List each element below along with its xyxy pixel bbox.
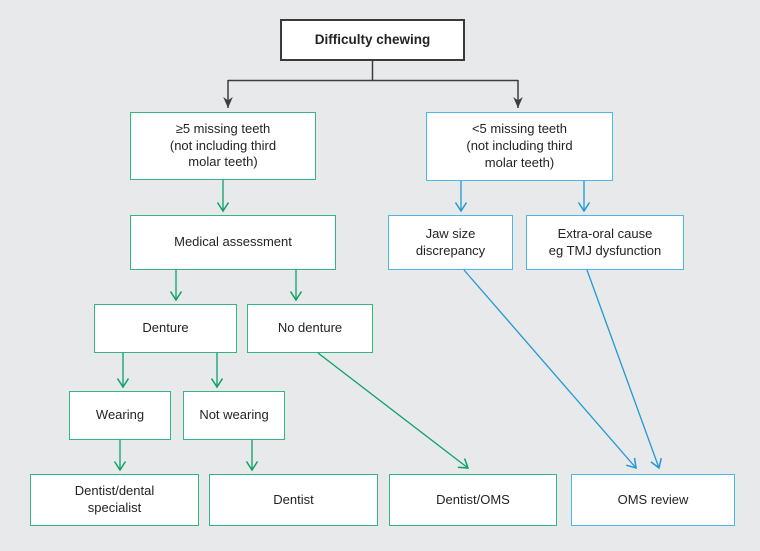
node-lt5-missing-teeth: <5 missing teeth (not including third mo… <box>426 112 613 181</box>
node-dentist-oms-label: Dentist/OMS <box>436 491 510 507</box>
node-lt5-missing-teeth-label: <5 missing teeth (not including third mo… <box>466 121 573 170</box>
connector-extra-oral-to-oms-review <box>586 269 662 470</box>
node-oms-review-label: OMS review <box>617 491 689 507</box>
node-medical-assessment: Medical assessment <box>130 215 336 270</box>
node-not-wearing-label: Not wearing <box>199 407 269 423</box>
node-extra-oral-cause-label: Extra-oral cause eg TMJ dysfunction <box>548 225 662 258</box>
node-ge5-missing-teeth: ≥5 missing teeth (not including third mo… <box>130 112 316 180</box>
node-difficulty-chewing: Difficulty chewing <box>280 19 465 61</box>
node-wearing: Wearing <box>69 391 171 440</box>
node-ge5-missing-teeth-label: ≥5 missing teeth (not including third mo… <box>169 120 277 170</box>
node-difficulty-chewing-label: Difficulty chewing <box>314 32 431 48</box>
node-no-denture-label: No denture <box>277 320 343 336</box>
connector-title-split <box>228 61 518 82</box>
connector-jaw-size-to-oms-review <box>463 269 637 470</box>
node-medical-assessment-label: Medical assessment <box>174 234 292 250</box>
node-jaw-size-discrepancy-label: Jaw size discrepancy <box>415 225 486 258</box>
node-not-wearing: Not wearing <box>183 391 285 440</box>
node-dentist-dental-specialist: Dentist/dental specialist <box>30 474 199 526</box>
node-jaw-size-discrepancy: Jaw size discrepancy <box>388 215 513 270</box>
node-oms-review: OMS review <box>571 474 735 526</box>
node-dentist-label: Dentist <box>273 491 314 507</box>
node-dentist: Dentist <box>209 474 378 526</box>
connector-no-denture-to-dentist-oms <box>317 352 470 469</box>
node-extra-oral-cause: Extra-oral cause eg TMJ dysfunction <box>526 215 684 270</box>
node-wearing-label: Wearing <box>95 407 145 423</box>
node-no-denture: No denture <box>247 304 373 353</box>
node-denture: Denture <box>94 304 237 353</box>
node-dentist-oms: Dentist/OMS <box>389 474 557 526</box>
node-denture-label: Denture <box>142 320 189 336</box>
node-dentist-dental-specialist-label: Dentist/dental specialist <box>74 483 155 515</box>
